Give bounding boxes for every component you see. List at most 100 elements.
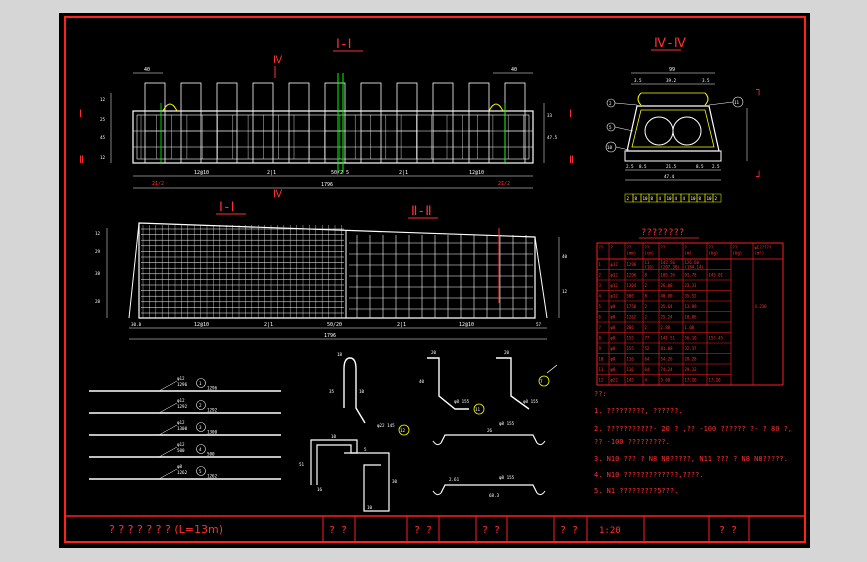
stirrup-group (140, 82, 526, 164)
elevation-outline (132, 110, 534, 164)
table-cell: 2 (645, 315, 648, 320)
svg-text:7: 7 (540, 379, 543, 384)
iv-cut-marker-bottom: ┘ (756, 170, 762, 183)
table-cell: 28.28 (685, 357, 698, 362)
note-5: 5. N1 ?????????5???. (594, 487, 678, 495)
elevation-inner-outline (136, 114, 530, 160)
iv-bottom-cell-text: 10 (707, 196, 713, 201)
bar-len: 500 (177, 448, 185, 453)
table-header-cell: (m) (685, 251, 692, 256)
iv-sub-2: 39.2 (666, 78, 677, 83)
dim-h-6: 47.5 (547, 135, 558, 140)
table-cell: 64 (645, 357, 650, 362)
note-1: 1. ?????????, ??????. (594, 407, 683, 415)
section-marker-iv-bottom: Ⅳ (273, 189, 283, 200)
dim-h-4: 12 (100, 155, 106, 160)
drawing-canvas[interactable]: Ⅰ-Ⅰ Ⅳ 40 (59, 13, 810, 548)
dim-h-2: 25 (100, 117, 106, 122)
svg-text:18: 18 (337, 352, 343, 357)
bar-dia: φ12 (177, 442, 185, 447)
bar-total: 500 (207, 452, 215, 457)
table-cell: φ8 (611, 367, 616, 372)
table-header-cell: (m³) (755, 251, 765, 256)
table-border (596, 242, 784, 386)
table-header-cell: ? (611, 245, 614, 250)
table-cell: 2 (599, 273, 602, 278)
bar-len: 1292 (177, 404, 188, 409)
drawing-sheet: Ⅰ-Ⅰ Ⅳ 40 (59, 13, 810, 548)
side-marker-4: Ⅱ (569, 155, 574, 166)
dim-seg-5: 12@10 (469, 170, 484, 176)
table-header-cell: (kg) (733, 251, 743, 256)
iv-bottom-cell-text: 2 (627, 196, 630, 201)
plan-h-3: 38 (95, 271, 101, 276)
svg-text:φ8 155: φ8 155 (523, 399, 539, 404)
bend-detail-11: 20 40 11 φ8 155 (419, 350, 485, 415)
bar-total: 1300 (207, 430, 218, 435)
plan-dim-left-offset: 30.8 (131, 322, 142, 327)
title-cell-1: ? ? (329, 525, 347, 536)
stirrup (252, 82, 274, 164)
plan-dim-seg-3: 50/20 (327, 322, 342, 328)
bar-dia: φ12 (177, 420, 185, 425)
sheet-border (64, 16, 806, 543)
svg-text:10: 10 (367, 505, 373, 510)
svg-text:φ8 155: φ8 155 (454, 399, 470, 404)
title-block[interactable]: ? ? ? ? ? ? ? (L=13m) ? ? ? ? ? ? ? ? 1:… (109, 516, 750, 542)
table-cell: 32.37 (685, 346, 698, 351)
section-marker-iv-top: Ⅳ (273, 55, 283, 66)
iv-bottom-cell-text: 10 (691, 196, 697, 201)
stirrup (360, 82, 382, 164)
bar-len: 1300 (177, 426, 188, 431)
svg-text:11: 11 (734, 100, 740, 105)
plan-right-bevel (534, 236, 548, 319)
bar-callout (196, 466, 206, 476)
side-marker-1: Ⅰ (79, 109, 82, 120)
bar-dia: φ12 (177, 398, 185, 403)
svg-text:2.61: 2.61 (449, 477, 460, 482)
table-cell: 17.20 (709, 378, 722, 383)
table-cell: 142.56 (661, 260, 676, 265)
plan-left-bevel (128, 222, 140, 319)
iv-sub-3: 3.5 (702, 78, 710, 83)
iv-bottom-cell-text: 8 (699, 196, 702, 201)
plan-h-1: 12 (95, 231, 101, 236)
table-header-cell: (mm) (627, 251, 637, 256)
table-cell: 1.08 (685, 325, 695, 330)
section-label-i-i-plan: Ⅰ-Ⅰ (219, 200, 235, 215)
stirrup (432, 82, 454, 164)
quantity-table[interactable]: ???????? ?????(mm)??(cm)???(m)??(kg)??(k… (596, 228, 784, 386)
iv-bottom-cell-text: 8 (635, 196, 638, 201)
bar-total: 1292 (207, 408, 218, 413)
plan-h-2: 29 (95, 249, 101, 254)
dim-seg-2: 2|1 (267, 170, 276, 176)
section-label-iv-iv: Ⅳ-Ⅳ (654, 36, 686, 51)
table-cell: 2 (645, 283, 648, 288)
table-cell: 3 (599, 283, 602, 288)
table-cell: 103.26 (661, 273, 676, 278)
plan-dim-seg-5: 12@10 (459, 322, 474, 328)
title-drawing-name: ? ? ? ? ? ? ? (L=13m) (109, 523, 223, 536)
table-cell: φ8 (611, 304, 616, 309)
section-iv-iv[interactable]: Ⅳ-Ⅳ 99 3.5 39.2 3.5 (605, 36, 762, 203)
notes-heading: ??: (594, 390, 607, 398)
iv-cut-marker-top: ┐ (756, 85, 762, 96)
bar-num: 5 (199, 469, 202, 474)
table-cell: 1262 (627, 315, 637, 320)
svg-text:40: 40 (419, 379, 425, 384)
table-cell: 4 (599, 294, 602, 299)
table-cell: 40.00 (661, 294, 674, 299)
svg-text:φ22 145: φ22 145 (377, 423, 395, 428)
dim-h-3: 45 (100, 135, 106, 140)
plan-view[interactable]: Ⅰ-Ⅰ Ⅱ-Ⅱ 12@10 2|1 50/20 2|1 12@10 1796 (95, 200, 568, 340)
table-cell: 1304 (627, 283, 637, 288)
table-cell: 126.60 (685, 260, 700, 265)
elevation-i-i[interactable]: Ⅰ-Ⅰ Ⅳ 40 (79, 37, 574, 200)
table-header-cell: ?? (661, 245, 666, 250)
table-cell: 2.88 (661, 325, 671, 330)
table-cell: 145 (627, 378, 635, 383)
